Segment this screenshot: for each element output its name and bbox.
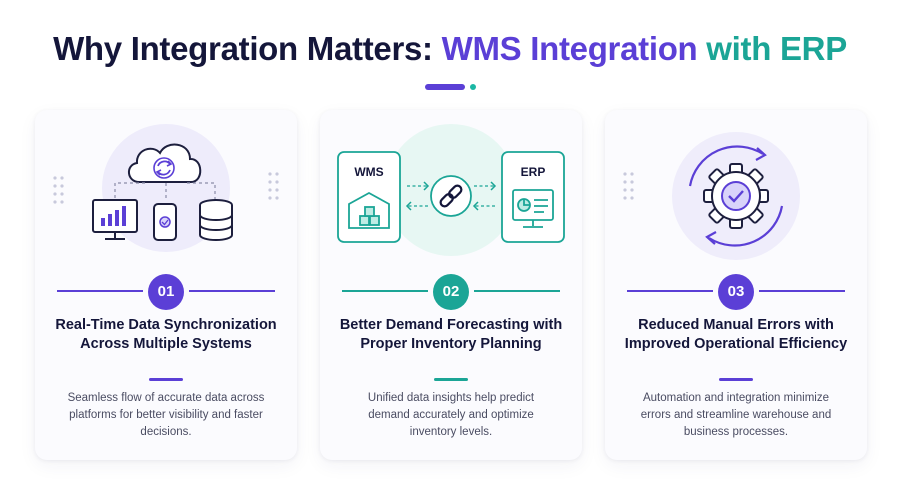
card-title: Real-Time Data Synchronization Across Mu…: [55, 317, 277, 352]
sync-illustration: [53, 124, 279, 252]
efficiency-illustration: [623, 132, 800, 260]
number-line-left: [342, 290, 428, 292]
integration-illustration: WMS ERP: [337, 124, 565, 256]
title-part-1: Why Integration Matters:: [53, 30, 433, 67]
step-number-badge: 02: [433, 274, 469, 310]
smartphone-icon: [153, 203, 177, 241]
cloud-sync-icon: [128, 143, 202, 183]
erp-label: ERP: [521, 165, 546, 179]
gear-check-icon: [703, 163, 769, 229]
title-underline: [434, 378, 468, 381]
page-title: Why Integration Matters: WMS Integration…: [0, 30, 900, 68]
title-part-2: WMS Integration: [441, 30, 698, 67]
card-realtime-sync: 01 Real-Time Data Synchronization Across…: [35, 110, 297, 460]
title-underline: [149, 378, 183, 381]
card-description: Automation and integration minimize erro…: [640, 392, 832, 438]
title-part-3: with ERP: [706, 30, 847, 67]
number-line-right: [474, 290, 560, 292]
card-demand-forecasting: WMS ERP: [320, 110, 582, 460]
card-title: Reduced Manual Errors with Improved Oper…: [624, 317, 848, 352]
cycle-arrows-icon: [688, 145, 784, 247]
card-description: Unified data insights help predict deman…: [367, 392, 535, 438]
database-icon: [199, 199, 233, 241]
number-line-right: [189, 290, 275, 292]
card-title: Better Demand Forecasting with Proper In…: [339, 317, 563, 352]
erp-dashboard-icon: [512, 189, 554, 228]
title-accent-bar: [425, 84, 465, 90]
number-line-left: [57, 290, 143, 292]
warehouse-icon: [348, 191, 390, 229]
step-number-badge: 01: [148, 274, 184, 310]
number-line-right: [759, 290, 845, 292]
link-icon: [430, 175, 472, 217]
card-description: Seamless flow of accurate data across pl…: [67, 392, 265, 438]
card-reduced-errors: 03 Reduced Manual Errors with Improved O…: [605, 110, 867, 460]
number-line-left: [627, 290, 713, 292]
title-underline: [719, 378, 753, 381]
step-number-badge: 03: [718, 274, 754, 310]
title-accent-dot: [470, 84, 476, 90]
wms-label: WMS: [354, 165, 383, 179]
monitor-chart-icon: [92, 199, 138, 240]
